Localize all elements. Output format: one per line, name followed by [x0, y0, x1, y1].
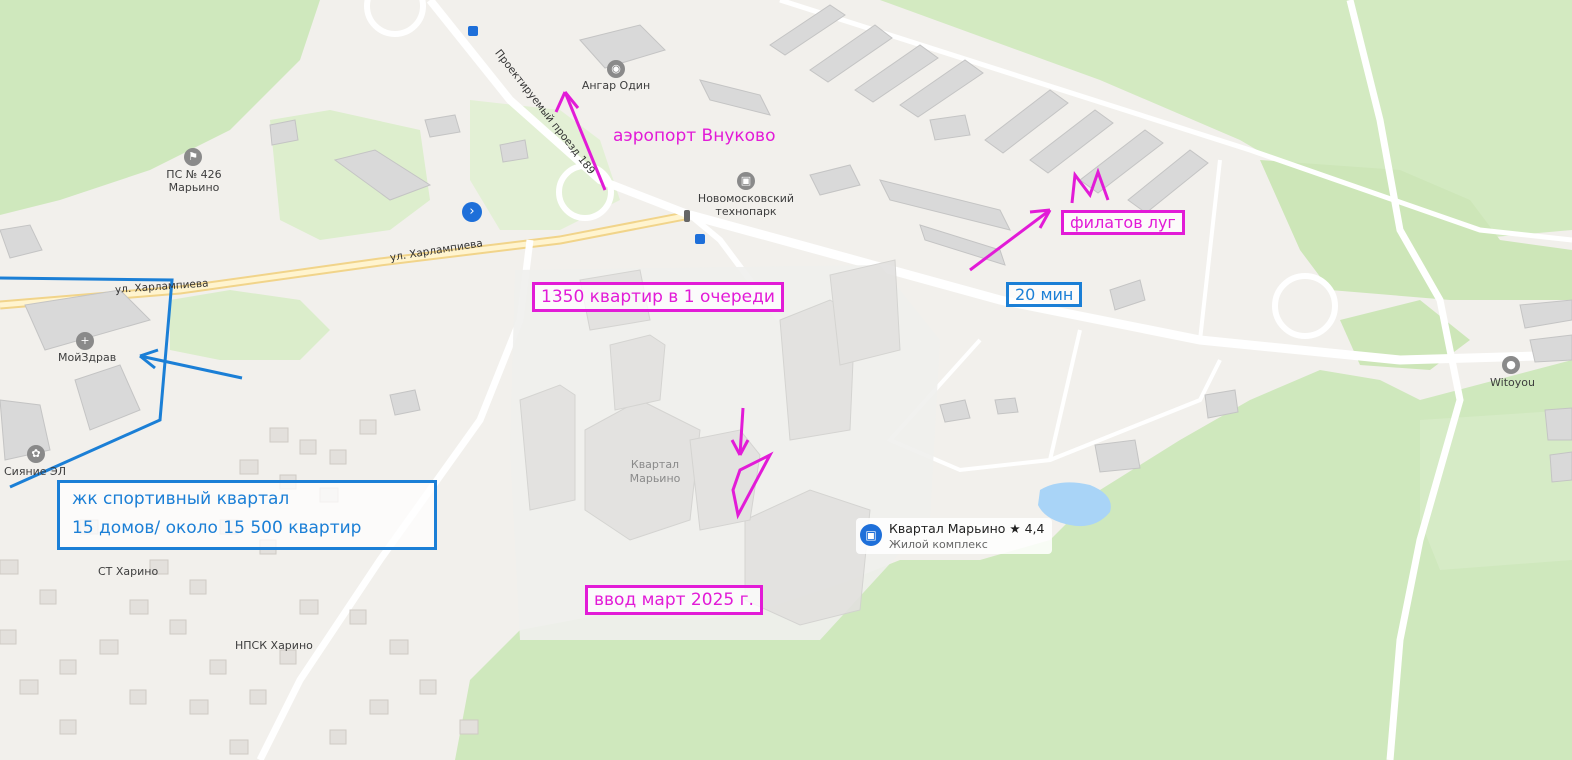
chevron-right-icon[interactable]: › — [462, 202, 482, 222]
ps426-line1: ПС № 426 — [166, 168, 222, 181]
flower-icon[interactable]: ✿ — [27, 445, 45, 463]
metro-m-mark — [1070, 167, 1110, 204]
technopark-line1: Новомосковский — [697, 192, 795, 205]
annotation-airport: аэропорт Внуково — [613, 126, 776, 146]
siyanie-label: Сияние ЭЛ — [4, 465, 67, 478]
poi-card-title: Квартал Марьино ★ 4,4 — [889, 521, 1045, 536]
kvartal-line1: Квартал — [630, 458, 680, 471]
poi-card-subtitle: Жилой комплекс — [889, 538, 988, 551]
briefcase-icon: ▣ — [860, 524, 882, 546]
flag-icon[interactable]: ⚑ — [184, 148, 202, 166]
moizdrav-label: МойЗдрав — [58, 351, 117, 364]
poi-card-kvartal-marino[interactable]: ▣ Квартал Марьино ★ 4,4 Жилой комплекс — [856, 518, 1052, 554]
briefcase-icon[interactable]: ▣ — [737, 172, 755, 190]
npsk-harino-label: НПСК Харино — [235, 639, 313, 652]
annotation-filatov: филатов луг — [1061, 210, 1185, 235]
annotation-sport-line1: жк спортивный квартал — [72, 489, 290, 509]
st-harino-label: СТ Харино — [98, 565, 159, 578]
medical-cross-icon[interactable]: + — [76, 332, 94, 350]
annotation-sport-kvartal: жк спортивный квартал 15 домов/ около 15… — [57, 480, 437, 550]
annotation-first-stage: 1350 квартир в 1 очереди — [532, 282, 784, 312]
car-icon[interactable]: ◉ — [607, 60, 625, 78]
annotation-time: 20 мин — [1006, 282, 1083, 307]
technopark-line2: технопарк — [715, 205, 777, 218]
poi-card-rating: ★ 4,4 — [1009, 521, 1045, 536]
witoyou-label: Witoyou — [1490, 376, 1535, 389]
ps426-line2: Марьино — [168, 181, 220, 194]
angar-label: Ангар Один — [581, 79, 651, 92]
annotation-commissioning: ввод март 2025 г. — [585, 585, 763, 615]
shop-icon[interactable]: ● — [1502, 356, 1520, 374]
annotation-sport-line2: 15 домов/ около 15 500 квартир — [72, 518, 362, 538]
annotation-metro: М — [1071, 160, 1072, 161]
kvartal-line2: Марьино — [629, 472, 681, 485]
